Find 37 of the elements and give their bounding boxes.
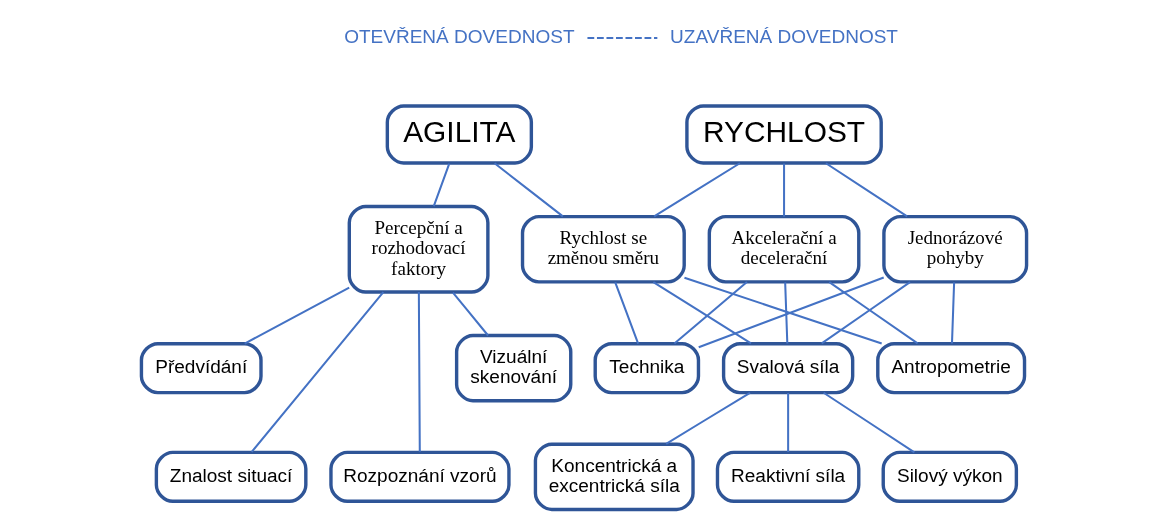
node-box: Předvídání (139, 342, 263, 395)
connector (613, 282, 639, 344)
connector (820, 281, 911, 345)
node-box: Jednorázové pohyby (881, 214, 1028, 284)
connector (822, 391, 915, 454)
connector (451, 291, 489, 337)
connector (432, 163, 450, 207)
connector (828, 281, 918, 345)
connector (950, 282, 955, 344)
node-box: AGILITA (385, 104, 533, 165)
connector (243, 286, 350, 345)
connector (652, 281, 752, 345)
connector (665, 391, 750, 445)
connector (653, 162, 740, 218)
node-box: Technika (593, 342, 700, 395)
node-box: Svalová síla (721, 342, 854, 395)
connector (824, 162, 908, 218)
label: UZAVŘENÁ DOVEDNOST (669, 26, 898, 48)
connector (493, 162, 563, 218)
node-box: Rozpoznání vzorů (328, 450, 511, 503)
connector (673, 281, 748, 345)
connector (786, 393, 789, 453)
node-box: Reaktivní síla (715, 450, 860, 503)
node-box: Percepční a rozhodovací faktory (347, 204, 490, 294)
node-box: Akcelerační a decelerační (707, 214, 860, 284)
node-box: Antropometrie (875, 342, 1026, 395)
node-box: RYCHLOST (684, 104, 883, 165)
label: OTEVŘENÁ DOVEDNOST (343, 26, 575, 48)
connector (783, 282, 788, 344)
node-box: Znalost situací (154, 450, 308, 503)
connector (782, 163, 785, 217)
connector (417, 292, 421, 452)
node-box: Koncentrická a excentrická síla (533, 442, 695, 512)
node-box: Rychlost se změnou směru (520, 214, 686, 284)
node-box: Vizuální skenování (454, 333, 572, 403)
node-box: Silový výkon (881, 450, 1018, 503)
connector (250, 291, 384, 453)
